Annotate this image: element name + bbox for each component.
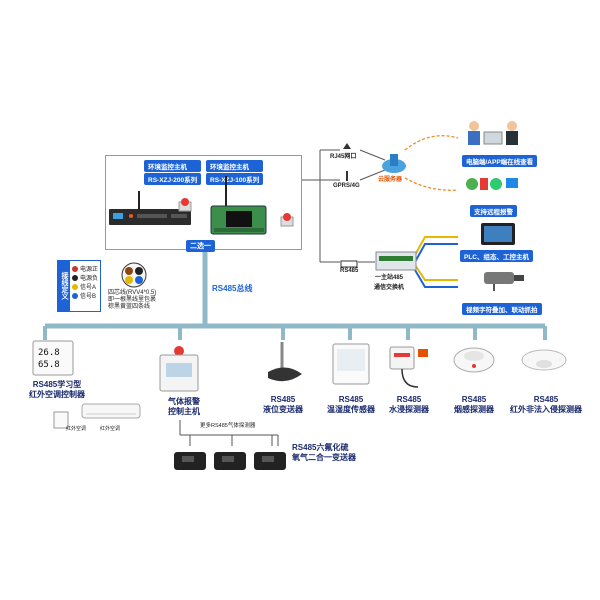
siren-icon [178, 198, 192, 212]
gas-sub-label: RS485六氟化硫 氧气二合一变送器 [292, 443, 356, 463]
legend-items: 电源正 电源负 信号A 信号B [72, 264, 98, 300]
ac-label: 红外空调 [100, 426, 121, 432]
board-host-image [210, 176, 267, 235]
host2-title-group: 环境监控主机 RS-XZJ-100系列 [206, 160, 264, 185]
device-level-name1: RS485 [270, 395, 296, 404]
legend-title: 接线定义 [58, 261, 70, 311]
cable-note-2: 即一根黑线里包裹 [108, 297, 157, 303]
gas-sensor-2 [214, 452, 246, 470]
device-label-smoke: RS485 烟感探测器 [450, 395, 498, 415]
plc-tag: PLC、组态、工控主机 [460, 250, 533, 262]
video-tag: 视频字符叠加、联动抓拍 [462, 303, 542, 315]
camera-image [484, 272, 524, 291]
host2-title: 环境监控主机 [206, 160, 264, 172]
app-view-tag: 电脑端/APP端在线查看 [462, 155, 538, 167]
display-hum: 65.8 [38, 360, 60, 370]
ir-intrusion-image [521, 349, 567, 371]
legend-item-power-neg: 电源负 [72, 273, 98, 282]
device-label-ir-intrusion: RS485 红外非法入侵探测器 [500, 395, 592, 415]
rack-host-image [109, 191, 191, 225]
ac-sub-label: 红外空调 [66, 426, 87, 432]
siren-icon-2 [280, 213, 294, 227]
rj45-label: RJ45网口 [330, 154, 357, 160]
gprs-antenna [342, 168, 352, 186]
cable-note: 四芯线(RVV4*0.5) 即一根黑线里包裹 棕黑黄蓝四条线 [108, 290, 156, 311]
device-smoke-name2: 烟感探测器 [454, 405, 494, 414]
alarm-methods-image [466, 178, 518, 190]
plc-monitor-image [481, 223, 515, 245]
device-label-gas: 气体报警 控制主机 [160, 397, 208, 417]
device-ir-name1: RS485学习型 [32, 380, 82, 389]
ir-controller-image: 26.8 65.8 [32, 340, 74, 376]
device-intrusion-name2: 红外非法入侵探测器 [510, 405, 582, 414]
host2-sub: RS-XZJ-100系列 [206, 173, 264, 185]
gas-controller-image [159, 346, 199, 392]
device-th-name1: RS485 [338, 395, 364, 404]
remote-alarm-tag: 支持远程报警 [470, 205, 517, 217]
device-gas-name2: 控制主机 [168, 407, 200, 416]
cloud-label: 云服务器 [378, 177, 403, 183]
four-core-cable-icon [121, 262, 147, 288]
antenna-icon [346, 171, 348, 181]
legend-item-signal-b: 信号B [72, 291, 98, 300]
cable-note-3: 棕黑黄蓝四条线 [108, 304, 151, 310]
choose-one-tag: 二选一 [186, 240, 215, 252]
legend-item-power-pos: 电源正 [72, 264, 98, 273]
display-temp: 26.8 [38, 348, 60, 358]
gprs-label: GPRS/4G [333, 183, 360, 189]
device-level-name2: 液位变送器 [263, 405, 303, 414]
rs485-port [340, 256, 358, 274]
host1-title: 环境监控主机 [144, 160, 202, 172]
gas-sensor-1 [174, 452, 206, 470]
host1-title-group: 环境监控主机 RS-XZJ-200系列 [144, 160, 202, 185]
cable-note-1: 四芯线(RVV4*0.5) [108, 290, 157, 296]
device-smoke-name1: RS485 [461, 395, 487, 404]
smoke-detector-image [453, 347, 495, 373]
device-label-ir: RS485学习型 红外空调控制器 [22, 380, 92, 400]
device-label-water: RS485 水浸探测器 [385, 395, 433, 415]
host-box: 环境监控主机 RS-XZJ-200系列 环境监控主机 RS-XZJ-100系列 … [105, 155, 302, 252]
rj45-port [342, 138, 352, 156]
gas-sensor-3 [254, 452, 286, 470]
air-conditioner-image [53, 403, 141, 429]
rs485-port-label: RS485 [340, 268, 359, 274]
device-water-name1: RS485 [396, 395, 422, 404]
device-ir-name2: 红外空调控制器 [29, 390, 85, 399]
switch-label: 一主站485 通信交换机 [374, 275, 405, 291]
gas-sub-name2: 氧气二合一变送器 [292, 453, 356, 462]
host1-sub: RS-XZJ-200系列 [144, 173, 202, 185]
temp-humidity-image [332, 343, 370, 385]
rj45-icon [343, 143, 351, 149]
gas-more-tag: 更多RS485气体探测器 [200, 423, 256, 429]
device-gas-name1: 气体报警 [168, 397, 200, 406]
device-water-name2: 水浸探测器 [389, 405, 429, 414]
device-label-level: RS485 液位变送器 [255, 395, 311, 415]
wiring-legend: 接线定义 电源正 电源负 信号A 信号B [57, 260, 101, 312]
water-leak-image [389, 346, 428, 388]
rs485-switch-image [375, 251, 417, 271]
device-label-th: RS485 温湿度传感器 [322, 395, 380, 415]
device-th-name2: 温湿度传感器 [327, 405, 375, 414]
people-devices-image [468, 121, 518, 145]
device-intrusion-name1: RS485 [533, 395, 559, 404]
port-icon [340, 260, 358, 268]
liquid-level-image [268, 342, 302, 382]
bus-label: RS485总线 [212, 284, 253, 293]
legend-item-signal-a: 信号A [72, 282, 98, 291]
gas-sub-name1: RS485六氟化硫 [292, 443, 349, 452]
gas-sensors-image [174, 452, 286, 470]
cloud-server-icon [382, 154, 406, 173]
